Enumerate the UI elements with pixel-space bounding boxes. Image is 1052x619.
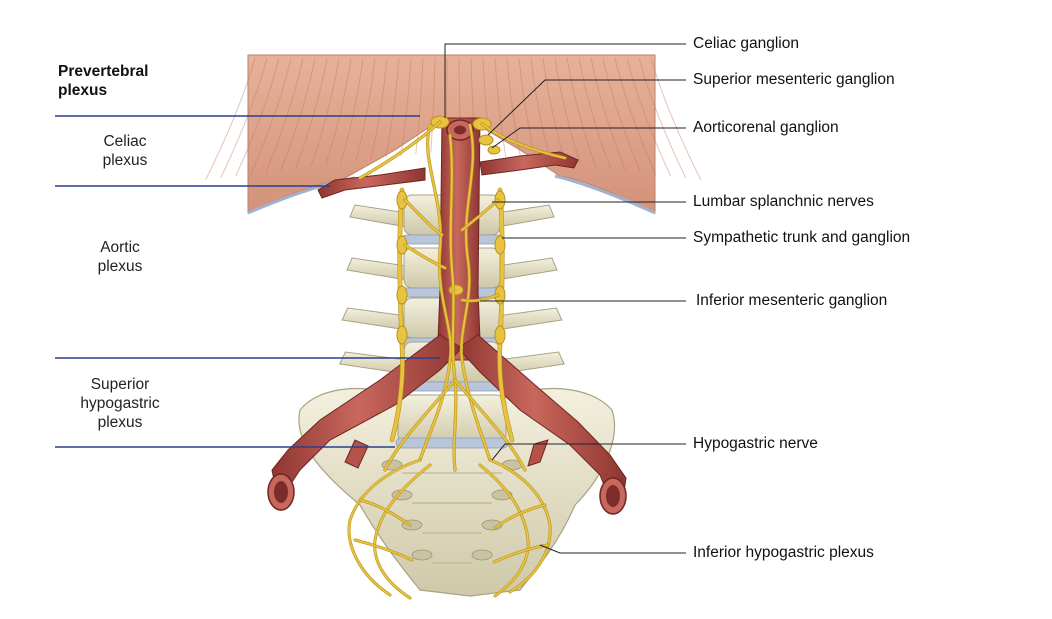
sympathetic-ganglion: [396, 285, 408, 305]
muscle-fiber: [650, 57, 702, 181]
leader-superior-mesenteric-ganglion: [487, 79, 686, 136]
aorticorenal-ganglion-shape: [487, 145, 501, 155]
plexus-strand: [461, 294, 499, 302]
muscle-fiber: [566, 57, 597, 168]
muscle-fiber: [415, 57, 424, 155]
plexus-strand: [359, 121, 441, 179]
plexus-strand: [461, 199, 499, 231]
inferior-mesenteric-ganglion-shape: [448, 284, 464, 296]
plexus-strand: [449, 134, 457, 471]
diaphragm-crus-edge-right: [554, 174, 656, 215]
left-divider-lines: [55, 115, 440, 448]
muscle-fiber: [295, 57, 328, 169]
renal-artery-right: [479, 151, 579, 176]
autonomic-nerve-network: [347, 115, 567, 600]
plexus-strand: [404, 244, 446, 269]
inferior-hypogastric-strand: [494, 504, 546, 529]
inferior-hypogastric-strand: [348, 459, 421, 596]
muscle-fiber: [494, 57, 507, 157]
muscle-fiber: [602, 57, 642, 173]
muscle-fiber: [614, 57, 657, 175]
celiac-plexus-label: Celiac plexus: [102, 133, 148, 169]
muscle-fiber: [340, 57, 364, 164]
plexus-strand: [419, 124, 452, 461]
muscle-fiber: [310, 57, 340, 168]
muscle-fiber: [400, 57, 412, 157]
iliac-artery-cut-left-lumen: [274, 481, 288, 503]
plexus-strand: [384, 379, 456, 471]
muscle-fibers: [205, 57, 702, 181]
transverse-process: [496, 257, 558, 281]
muscle-fiber: [205, 57, 256, 180]
transverse-process: [496, 307, 563, 331]
muscle-fiber: [235, 57, 280, 177]
plexus-strand: [481, 123, 566, 159]
plexus-strand: [460, 124, 491, 461]
leader-celiac-ganglion: [444, 43, 686, 118]
leader-aorticorenal-ganglion: [491, 127, 686, 149]
leader-hypogastric-nerve: [491, 443, 686, 461]
label-inferior-hypogastric-plexus: Inferior hypogastric plexus: [693, 544, 874, 561]
aortic-plexus-label: Aortic plexus: [97, 239, 143, 275]
label-superior-mesenteric-ganglion: Superior mesenteric ganglion: [693, 71, 895, 88]
transverse-process: [341, 307, 408, 331]
inferior-hypogastric-strand: [359, 499, 411, 526]
prevertebral-plexus-title: Prevertebral plexus: [58, 63, 149, 99]
sacral-foramina: [381, 459, 523, 564]
inferior-hypogastric-strand: [479, 464, 529, 597]
sympathetic-ganglion: [494, 325, 506, 345]
internal-iliac-right: [527, 439, 549, 467]
muscle-fiber: [578, 57, 612, 170]
muscle-fiber: [370, 57, 388, 160]
label-lumbar-splanchnic-nerves: Lumbar splanchnic nerves: [693, 193, 874, 210]
muscle-fiber: [265, 57, 304, 173]
sympathetic-ganglion: [494, 235, 506, 255]
muscle-fiber: [325, 57, 352, 166]
iliac-artery-cut-right-lumen: [606, 485, 620, 507]
inferior-hypogastric-strand: [373, 464, 431, 599]
superior-mesenteric-ganglion-shape: [478, 134, 494, 146]
label-aorticorenal-ganglion: Aorticorenal ganglion: [693, 119, 839, 136]
muscle-fiber: [530, 57, 552, 162]
inferior-hypogastric-strand: [354, 539, 413, 561]
plexus-strand: [404, 199, 443, 236]
muscle-fiber: [506, 57, 522, 159]
intervertebral-disc: [395, 437, 509, 449]
muscle-fiber: [626, 57, 672, 177]
muscle-fiber: [430, 57, 436, 153]
sympathetic-ganglion: [494, 190, 506, 210]
sympathetic-ganglion: [396, 325, 408, 345]
inferior-hypogastric-strand: [489, 459, 552, 593]
muscle-fiber: [385, 57, 400, 159]
superior-hypogastric-plexus-label: Superior hypogastric plexus: [80, 376, 160, 431]
muscle-fiber: [590, 57, 627, 172]
sacral-foramen: [471, 549, 493, 561]
label-inferior-mesenteric-ganglion: Inferior mesenteric ganglion: [696, 292, 888, 309]
sacral-foramen: [411, 549, 433, 561]
label-celiac-ganglion: Celiac ganglion: [693, 35, 799, 52]
leader-lines: [444, 43, 686, 554]
muscle-fiber: [355, 57, 376, 162]
muscle-fiber: [220, 57, 268, 178]
celiac-trunk-cut-lumen: [454, 125, 466, 135]
transverse-process: [496, 204, 555, 228]
leader-inferior-hypogastric-plexus: [539, 544, 686, 554]
muscle-fiber: [482, 57, 492, 155]
plexus-strand: [454, 379, 526, 471]
muscle-fiber: [638, 57, 687, 179]
label-hypogastric-nerve: Hypogastric nerve: [693, 435, 818, 452]
muscle-fiber: [554, 57, 582, 166]
muscle-fiber: [250, 57, 292, 175]
muscle-fiber: [280, 57, 316, 171]
muscle-fiber: [542, 57, 567, 164]
label-sympathetic-trunk-and-ganglion: Sympathetic trunk and ganglion: [693, 229, 911, 246]
